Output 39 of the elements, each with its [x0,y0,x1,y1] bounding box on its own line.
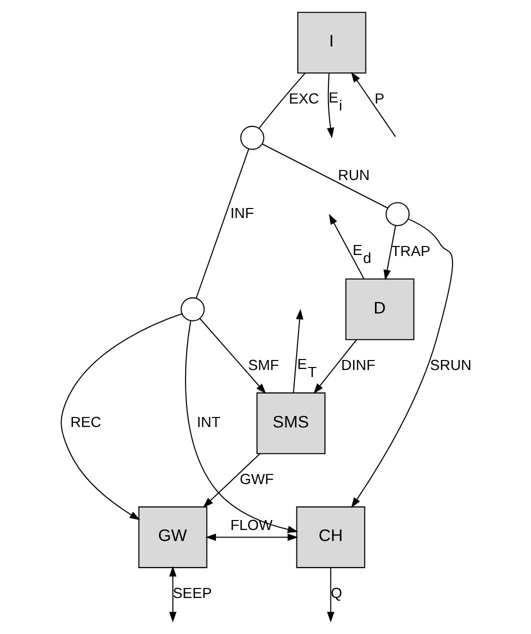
edge-label: SRUN [430,358,471,374]
edge-label: TRAP [390,244,430,260]
arrow [184,320,298,534]
arrow [205,534,298,541]
connector [262,144,388,208]
arrow [328,214,364,279]
connector [195,148,249,298]
node-box: GW [138,506,207,568]
arrow [202,453,260,508]
node-circle [180,297,204,322]
edge-label: INF [230,206,254,222]
edge-label: GWF [239,472,274,488]
arrow [350,72,396,137]
edge-label: P [374,92,384,108]
arrow [60,313,182,520]
edge-label: RUN [338,168,370,184]
edge-label: SMF [248,358,278,374]
arrow [198,318,266,394]
arrow [326,568,334,622]
node-box: CH [296,506,365,568]
node-circle [240,126,264,150]
edge-label: FLOW [230,518,272,534]
node-box: D [344,278,414,340]
arrow [383,225,396,280]
edge-label: Q [330,586,342,602]
arrow [326,73,334,138]
arrow [292,308,303,393]
edge-label: SEEP [172,586,212,602]
arrow [168,566,176,622]
arrow [350,218,453,508]
arrow [313,339,356,394]
node-box: SMS [256,392,325,454]
edge-label: REC [70,415,101,432]
edge-label: DINF [340,358,375,374]
node-circle [385,202,410,226]
connector [258,72,306,129]
edge-label: EXC [288,92,318,108]
node-box: I [296,12,366,74]
edge-label: INT [196,415,220,432]
